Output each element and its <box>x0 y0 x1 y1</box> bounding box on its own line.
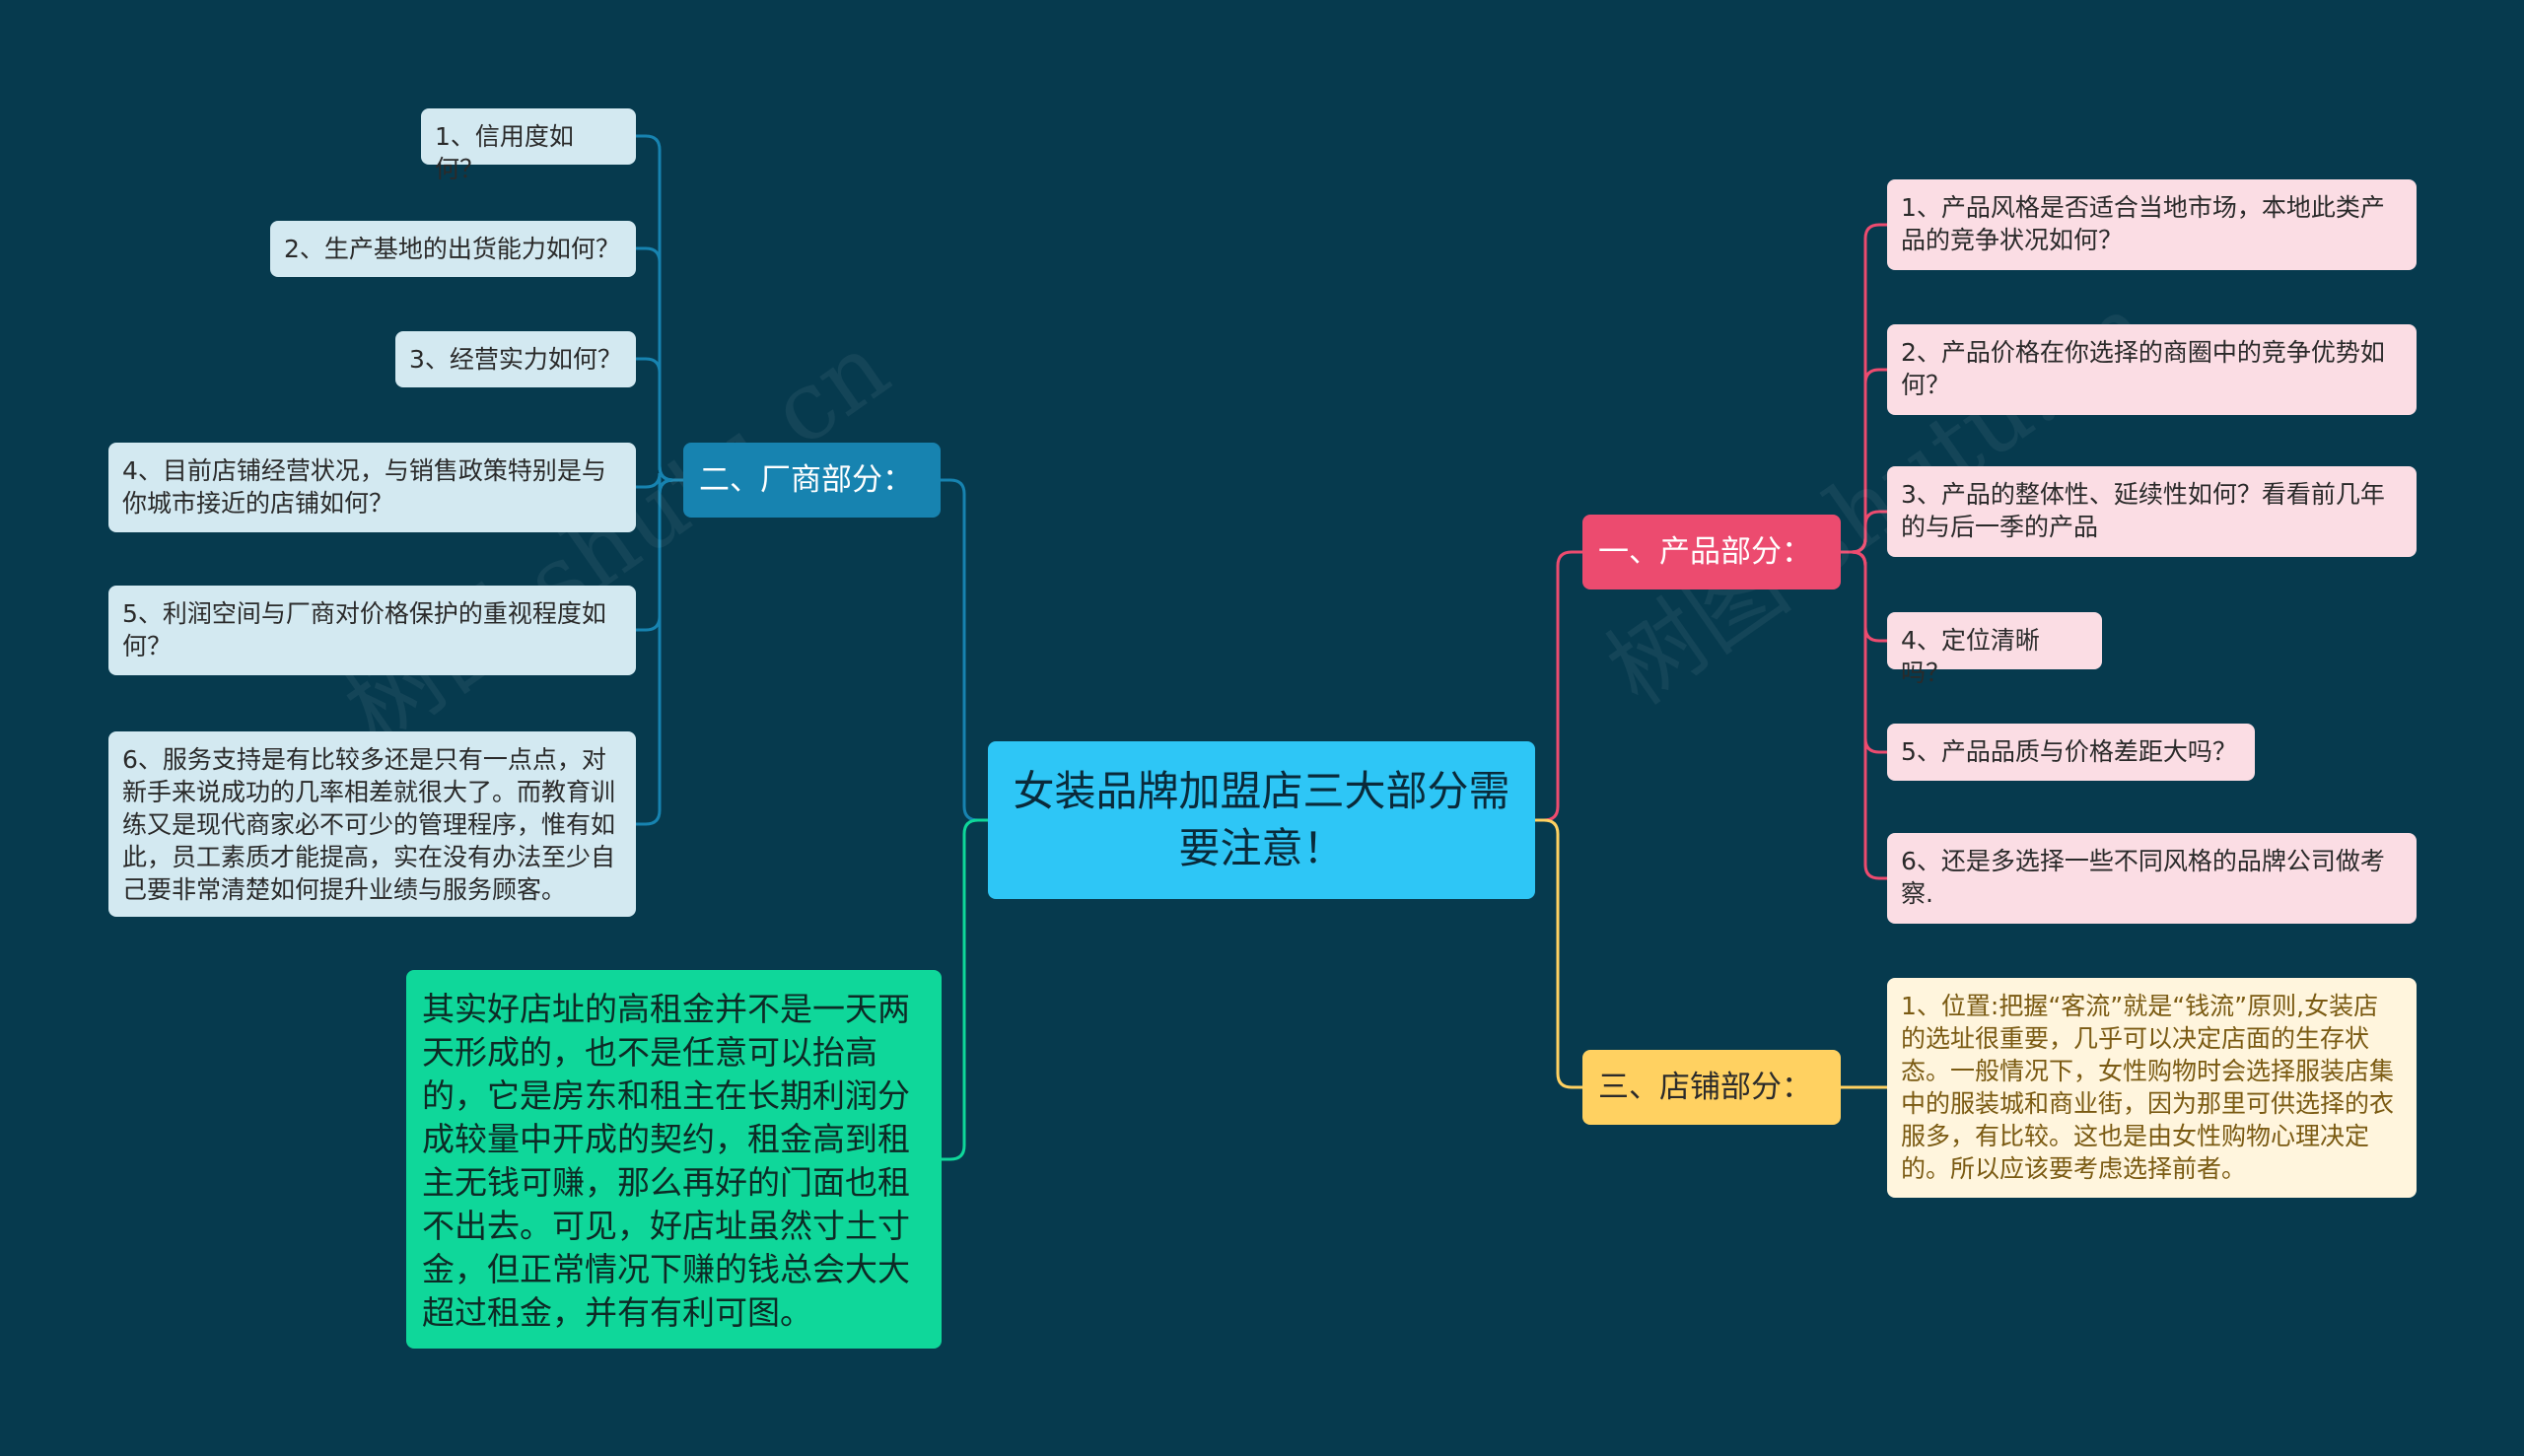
branch-store[interactable]: 三、店铺部分： <box>1582 1050 1841 1125</box>
link-center-note <box>942 818 988 1161</box>
product-item-text: 3、产品的整体性、延续性如何？看看前几年的与后一季的产品 <box>1901 480 2385 541</box>
manufacturer-item-5[interactable]: 5、利润空间与厂商对价格保护的重视程度如何？ <box>108 586 636 675</box>
link-center-manufacturer <box>941 478 988 822</box>
central-topic-text: 女装品牌加盟店三大部分需要注意！ <box>1013 767 1510 872</box>
manufacturer-item-6[interactable]: 6、服务支持是有比较多还是只有一点点，对新手来说成功的几率相差就很大了。而教育训… <box>108 731 636 917</box>
product-item-text: 2、产品价格在你选择的商圈中的竞争优势如何？ <box>1901 338 2385 399</box>
link-manufacturer-item-6 <box>636 478 683 826</box>
manufacturer-item-text: 6、服务支持是有比较多还是只有一点点，对新手来说成功的几率相差就很大了。而教育训… <box>122 745 616 904</box>
branch-manufacturer[interactable]: 二、厂商部分： <box>683 443 941 518</box>
manufacturer-item-2[interactable]: 2、生产基地的出货能力如何？ <box>270 221 636 277</box>
branch-store-label: 三、店铺部分： <box>1598 1070 1812 1105</box>
product-item-4[interactable]: 4、定位清晰吗？ <box>1887 612 2102 687</box>
note-rent-text: 其实好店址的高租金并不是一天两天形成的，也不是任意可以抬高的，它是房东和租主在长… <box>422 990 910 1332</box>
note-rent[interactable]: 其实好店址的高租金并不是一天两天形成的，也不是任意可以抬高的，它是房东和租主在长… <box>406 970 942 1349</box>
link-product-item-6 <box>1841 550 1887 880</box>
branch-product-label: 一、产品部分： <box>1598 534 1812 570</box>
product-item-2[interactable]: 2、产品价格在你选择的商圈中的竞争优势如何？ <box>1887 324 2417 415</box>
manufacturer-item-3[interactable]: 3、经营实力如何？ <box>395 331 636 387</box>
store-item-1[interactable]: 1、位置:把握“客流”就是“钱流”原则,女装店的选址很重要，几乎可以决定店面的生… <box>1887 978 2417 1198</box>
product-item-1[interactable]: 1、产品风格是否适合当地市场，本地此类产品的竞争状况如何？ <box>1887 179 2417 270</box>
manufacturer-item-text: 3、经营实力如何？ <box>409 345 622 374</box>
product-item-3[interactable]: 3、产品的整体性、延续性如何？看看前几年的与后一季的产品 <box>1887 466 2417 557</box>
product-item-text: 4、定位清晰吗？ <box>1901 626 2040 687</box>
manufacturer-item-text: 2、生产基地的出货能力如何？ <box>284 235 620 263</box>
link-center-store <box>1535 818 1582 1089</box>
manufacturer-item-text: 4、目前店铺经营状况，与销售政策特别是与你城市接近的店铺如何？ <box>122 456 606 518</box>
product-item-text: 1、产品风格是否适合当地市场，本地此类产品的竞争状况如何？ <box>1901 193 2385 254</box>
manufacturer-item-1[interactable]: 1、信用度如何？ <box>421 108 636 183</box>
store-item-text: 1、位置:把握“客流”就是“钱流”原则,女装店的选址很重要，几乎可以决定店面的生… <box>1901 992 2395 1183</box>
product-item-text: 6、还是多选择一些不同风格的品牌公司做考察. <box>1901 847 2385 908</box>
manufacturer-item-text: 1、信用度如何？ <box>435 122 574 183</box>
link-center-product <box>1535 550 1582 822</box>
manufacturer-item-text: 5、利润空间与厂商对价格保护的重视程度如何？ <box>122 599 606 660</box>
product-item-text: 5、产品品质与价格差距大吗？ <box>1901 737 2237 766</box>
branch-product[interactable]: 一、产品部分： <box>1582 515 1841 589</box>
central-topic[interactable]: 女装品牌加盟店三大部分需要注意！ <box>988 741 1535 899</box>
product-item-6[interactable]: 6、还是多选择一些不同风格的品牌公司做考察. <box>1887 833 2417 924</box>
product-item-5[interactable]: 5、产品品质与价格差距大吗？ <box>1887 724 2255 781</box>
manufacturer-item-4[interactable]: 4、目前店铺经营状况，与销售政策特别是与你城市接近的店铺如何？ <box>108 443 636 532</box>
branch-manufacturer-label: 二、厂商部分： <box>699 462 913 498</box>
